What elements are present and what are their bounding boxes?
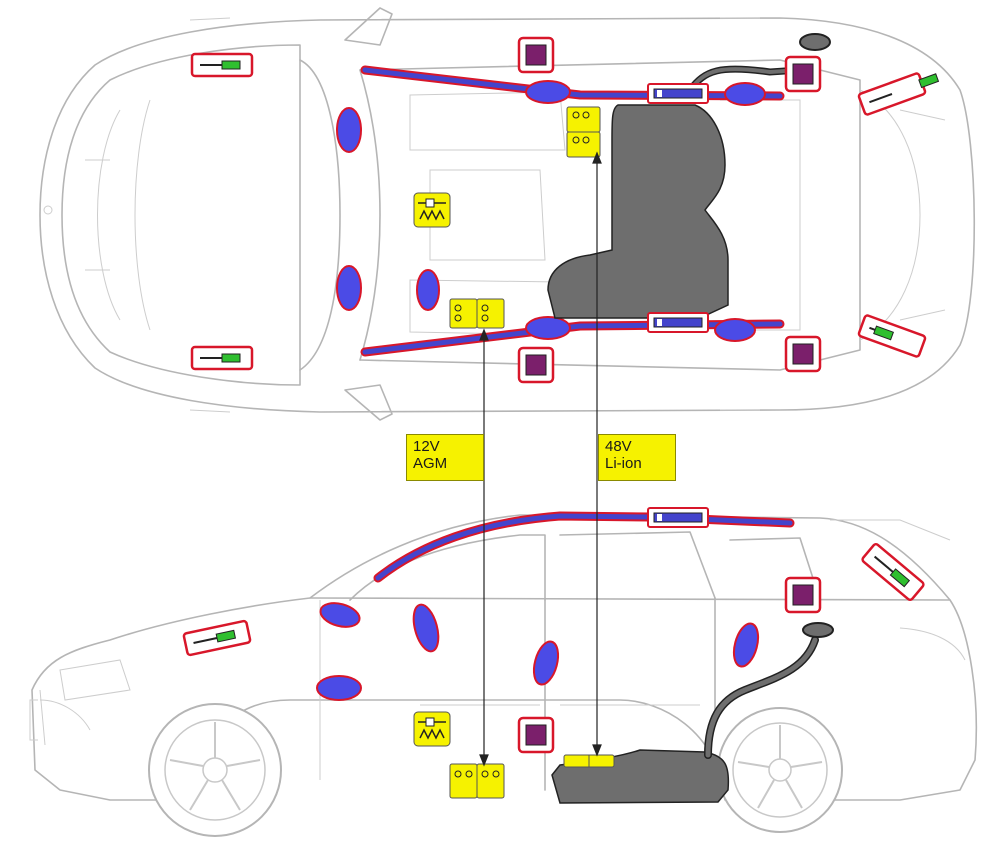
pyro-actuator-icon <box>861 542 925 602</box>
battery-arrows <box>479 151 602 767</box>
fuel-tank-icon <box>547 104 729 319</box>
spring-actuator-icon <box>413 192 451 228</box>
airbag-ellipse-icon <box>724 82 766 106</box>
crash-sensor-group-top <box>517 36 822 384</box>
battery-12v-type: AGM <box>413 455 448 472</box>
fuel-filler-cap-icon <box>802 622 834 638</box>
crash-sensor-icon <box>517 36 555 74</box>
pyro-actuator-icon <box>190 345 254 371</box>
gas-generator-icon <box>647 312 709 333</box>
curtain-airbag-left-top-inner <box>362 67 783 99</box>
crash-sensor-icon <box>517 346 555 384</box>
pyro-actuator-icon <box>190 52 254 78</box>
battery-icon <box>566 106 601 158</box>
curtain-airbag-right-top-inner <box>362 321 783 355</box>
battery-icon <box>449 298 505 329</box>
crash-sensor-icon <box>517 716 555 754</box>
airbag-ellipse-icon <box>316 675 362 701</box>
battery-48v-type: Li-ion <box>605 455 642 472</box>
airbag-group-top <box>336 80 766 342</box>
front-wheel <box>148 703 282 837</box>
airbag-ellipse-icon <box>532 640 560 686</box>
airbag-ellipse-icon <box>336 107 362 153</box>
pyro-actuator-icon <box>857 314 927 358</box>
airbag-ellipse-icon <box>319 602 361 628</box>
pyro-actuator-icon <box>182 619 252 657</box>
airbag-ellipse-icon <box>336 265 362 311</box>
crash-sensor-icon <box>784 576 822 614</box>
airbag-ellipse-icon <box>412 603 440 653</box>
rear-wheel <box>717 707 843 833</box>
airbag-ellipse-icon <box>714 318 756 342</box>
side-view-car <box>29 514 978 837</box>
airbag-ellipse-icon <box>525 80 571 104</box>
airbag-ellipse-icon <box>416 269 440 311</box>
gas-generator-icon <box>647 507 709 528</box>
crash-sensor-icon <box>784 55 822 93</box>
battery-12v-label: 12V AGM <box>406 434 484 481</box>
battery-12v-voltage: 12V <box>413 438 440 455</box>
fuel-filler-cap-icon <box>799 33 831 51</box>
pyro-actuator-icon <box>857 72 940 116</box>
battery-icon <box>563 754 615 768</box>
airbag-group-side <box>316 602 760 701</box>
battery-48v-label: 48V Li-ion <box>598 434 676 481</box>
airbag-ellipse-icon <box>732 622 760 668</box>
curtain-airbag-side <box>373 511 795 583</box>
airbag-ellipse-icon <box>525 316 571 340</box>
spring-actuator-icon <box>413 711 451 747</box>
battery-icon <box>449 763 505 799</box>
battery-48v-voltage: 48V <box>605 438 632 455</box>
crash-sensor-icon <box>784 335 822 373</box>
top-view-car <box>39 7 976 421</box>
gas-generator-icon <box>647 83 709 104</box>
